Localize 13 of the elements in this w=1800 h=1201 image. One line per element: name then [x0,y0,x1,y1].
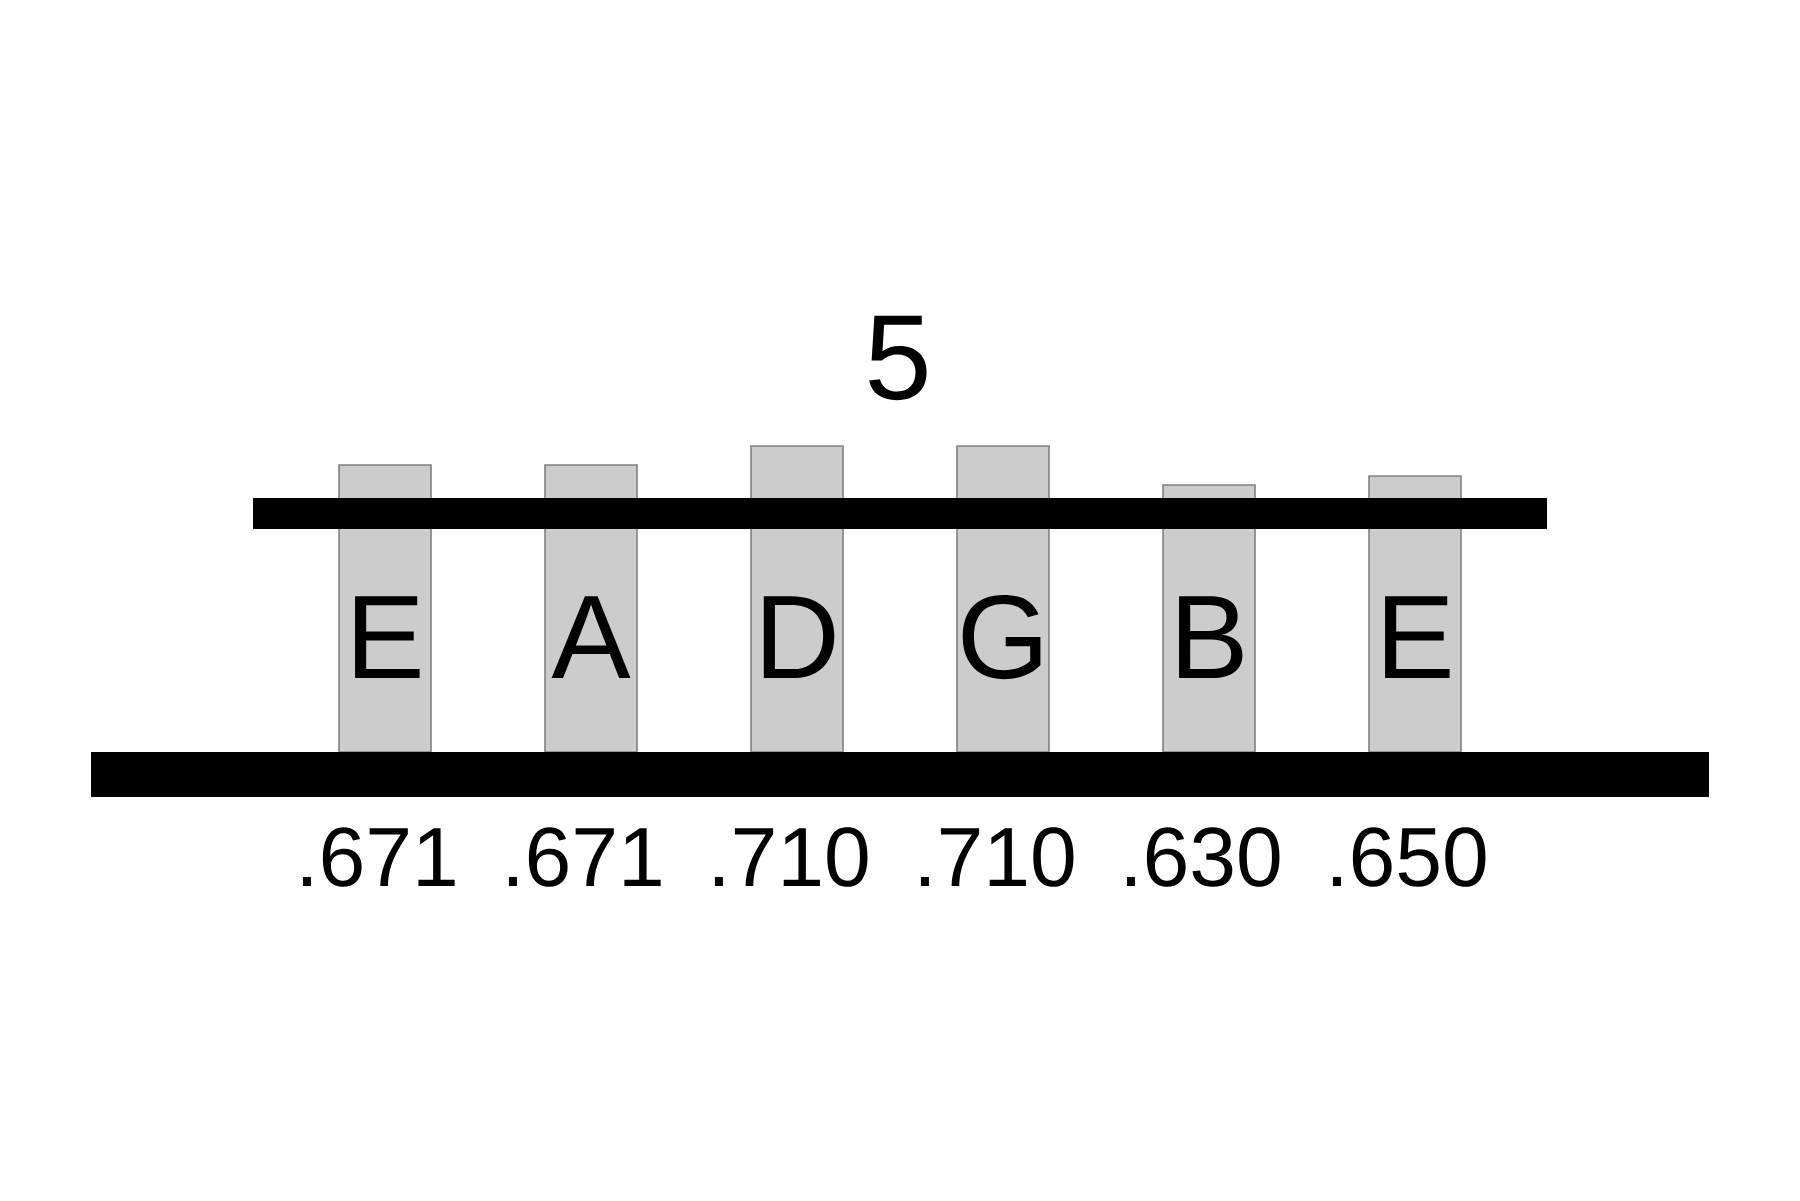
base-bar [91,752,1709,797]
vertical-bar: D [750,445,844,753]
value-label: .710 [714,827,868,887]
value-label: .671 [508,827,661,887]
value-label: .630 [1126,827,1280,887]
value-label: .671 [302,827,455,887]
vertical-bar: A [544,464,638,753]
number-label: 5 [869,315,927,401]
value-label: .650 [1332,827,1486,887]
vertical-bar: E [338,464,432,753]
value-label: .710 [920,827,1074,887]
vertical-bar: G [956,445,1050,753]
crossbar [253,498,1547,529]
